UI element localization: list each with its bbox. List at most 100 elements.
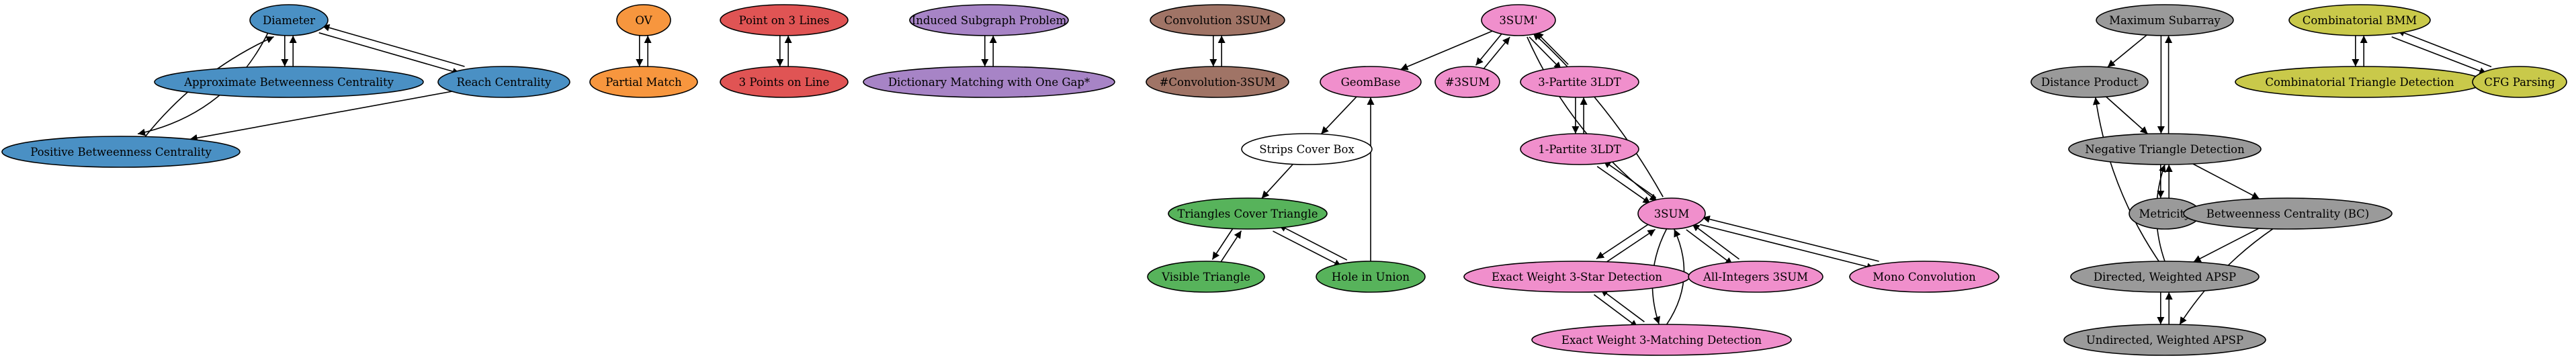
- edge-negtri-to-bc: [2192, 163, 2260, 199]
- node-holeunion: Hole in Union: [1316, 261, 1426, 293]
- node-label: Metricity: [2139, 208, 2192, 220]
- node-3p3ldt: 3-Partite 3LDT: [1520, 66, 1639, 98]
- edge-3sum-to-monoconv: [1700, 224, 1875, 271]
- node-sharp3sum: #3SUM: [1434, 66, 1500, 98]
- edge-3sumprime-to-3sum: [1527, 36, 1658, 202]
- edge-ew3star-to-3sum: [1602, 228, 1656, 265]
- node-reach: Reach Centrality: [437, 66, 570, 98]
- node-label: All-Integers 3SUM: [1703, 271, 1808, 283]
- node-label: Induced Subgraph Problem: [912, 14, 1067, 27]
- node-label: Hole in Union: [1332, 271, 1410, 283]
- node-bc: Betweenness Centrality (BC): [2183, 197, 2393, 230]
- node-ellipse: [2068, 133, 2262, 165]
- node-allint3sum: All-Integers 3SUM: [1688, 261, 1823, 293]
- node-ellipse: [2472, 66, 2567, 98]
- node-cfg: CFG Parsing: [2472, 66, 2567, 98]
- node-negtri: Negative Triangle Detection: [2068, 133, 2262, 165]
- edge-reach-to-pos_bc: [189, 91, 452, 142]
- node-combbmm: Combinatorial BMM: [2288, 4, 2431, 36]
- node-stripscover: Strips Cover Box: [1241, 133, 1373, 165]
- node-label: Negative Triangle Detection: [2085, 143, 2245, 156]
- node-ov: OV: [616, 4, 671, 36]
- edge-3sum-to-ew3star: [1596, 222, 1651, 259]
- node-ellipse: [1849, 261, 2000, 293]
- node-label: Strips Cover Box: [1259, 143, 1355, 156]
- node-diameter: Diameter: [249, 4, 329, 36]
- node-label: Convolution 3SUM: [1164, 14, 1271, 27]
- node-ellipse: [1, 136, 241, 168]
- node-ellipse: [249, 4, 329, 36]
- node-ellipse: [863, 66, 1115, 98]
- node-label: 3SUM': [1499, 14, 1537, 27]
- node-label: 3SUM: [1654, 208, 1690, 220]
- node-3sum: 3SUM: [1637, 197, 1706, 230]
- edge-dwapsp-to-distprod: [2092, 97, 2159, 262]
- edge-distprod-to-negtri: [2106, 96, 2149, 134]
- node-ellipse: [1481, 4, 1556, 36]
- node-ellipse: [1168, 197, 1328, 230]
- edge-monoconv-to-3sum: [1702, 216, 1879, 262]
- node-label: Combinatorial BMM: [2303, 14, 2417, 27]
- node-distprod: Distance Product: [2030, 66, 2149, 98]
- node-combtri: Combinatorial Triangle Detection: [2235, 66, 2485, 98]
- node-label: Undirected, Weighted APSP: [2086, 334, 2243, 347]
- node-uwapsp: Undirected, Weighted APSP: [2063, 324, 2266, 356]
- node-maxsub: Maximum Subarray: [2096, 4, 2234, 36]
- edge-3sum-to-3sumprime: [1533, 32, 1664, 197]
- node-sharpconv3sum: #Convolution-3SUM: [1146, 66, 1289, 98]
- node-label: Partial Match: [605, 76, 682, 89]
- node-ellipse: [1147, 261, 1265, 293]
- node-ellipse: [2288, 4, 2431, 36]
- node-ellipse: [1520, 66, 1639, 98]
- node-dmog: Dictionary Matching with One Gap*: [863, 66, 1115, 98]
- edge-3sumprime-to-geombase: [1400, 30, 1493, 71]
- edge-visibletri-to-tricover: [1219, 230, 1242, 264]
- edge-3sum-to-allint3sum: [1686, 229, 1733, 265]
- edge-allint3sum-to-3sum: [1691, 223, 1740, 260]
- node-label: Point on 3 Lines: [739, 14, 830, 27]
- node-visibletri: Visible Triangle: [1147, 261, 1265, 293]
- node-ellipse: [154, 66, 424, 98]
- node-label: Betweenness Centrality (BC): [2206, 208, 2369, 220]
- edge-ew3star-to-ew3match: [1594, 294, 1638, 328]
- node-ellipse: [616, 4, 671, 36]
- node-ellipse: [437, 66, 570, 98]
- edge-tricover-to-visibletri: [1211, 226, 1234, 260]
- node-ellipse: [909, 4, 1069, 36]
- edge-combbmm-to-cfg: [2391, 36, 2487, 75]
- edge-cfg-to-combbmm: [2397, 29, 2492, 68]
- edge-tricover-to-holeunion: [1273, 230, 1342, 267]
- node-label: Diameter: [263, 14, 315, 27]
- node-label: Directed, Weighted APSP: [2094, 271, 2236, 283]
- node-tricover: Triangles Cover Triangle: [1168, 197, 1328, 230]
- node-ellipse: [1320, 66, 1422, 98]
- node-monoconv: Mono Convolution: [1849, 261, 2000, 293]
- node-label: Visible Triangle: [1161, 271, 1250, 283]
- node-ellipse: [2096, 4, 2234, 36]
- node-ellipse: [1146, 66, 1289, 98]
- node-ellipse: [1434, 66, 1500, 98]
- node-point3lines: Point on 3 Lines: [720, 4, 849, 36]
- node-label: #3SUM: [1445, 76, 1490, 89]
- edge-stripscover-to-tricover: [1261, 163, 1293, 199]
- node-ellipse: [1637, 197, 1706, 230]
- node-label: Maximum Subarray: [2109, 14, 2221, 27]
- edge-maxsub-to-distprod: [2107, 34, 2147, 68]
- node-label: Distance Product: [2041, 76, 2139, 89]
- node-label: Dictionary Matching with One Gap*: [888, 76, 1090, 89]
- node-ew3match: Exact Weight 3-Matching Detection: [1531, 324, 1792, 356]
- node-label: Combinatorial Triangle Detection: [2265, 76, 2454, 89]
- node-ellipse: [1150, 4, 1285, 36]
- node-ellipse: [720, 66, 849, 98]
- edge-ew3match-to-ew3star: [1600, 288, 1645, 322]
- node-partial_match: Partial Match: [589, 66, 698, 98]
- node-label: Reach Centrality: [456, 76, 552, 89]
- edge-diameter-to-reach: [318, 32, 460, 75]
- node-ellipse: [2063, 324, 2266, 356]
- node-approx_bc: Approximate Betweenness Centrality: [154, 66, 424, 98]
- node-ellipse: [1688, 261, 1823, 293]
- node-label: Exact Weight 3-Star Detection: [1492, 271, 1662, 283]
- node-label: Approximate Betweenness Centrality: [183, 76, 394, 89]
- node-label: Positive Betweenness Centrality: [30, 146, 212, 159]
